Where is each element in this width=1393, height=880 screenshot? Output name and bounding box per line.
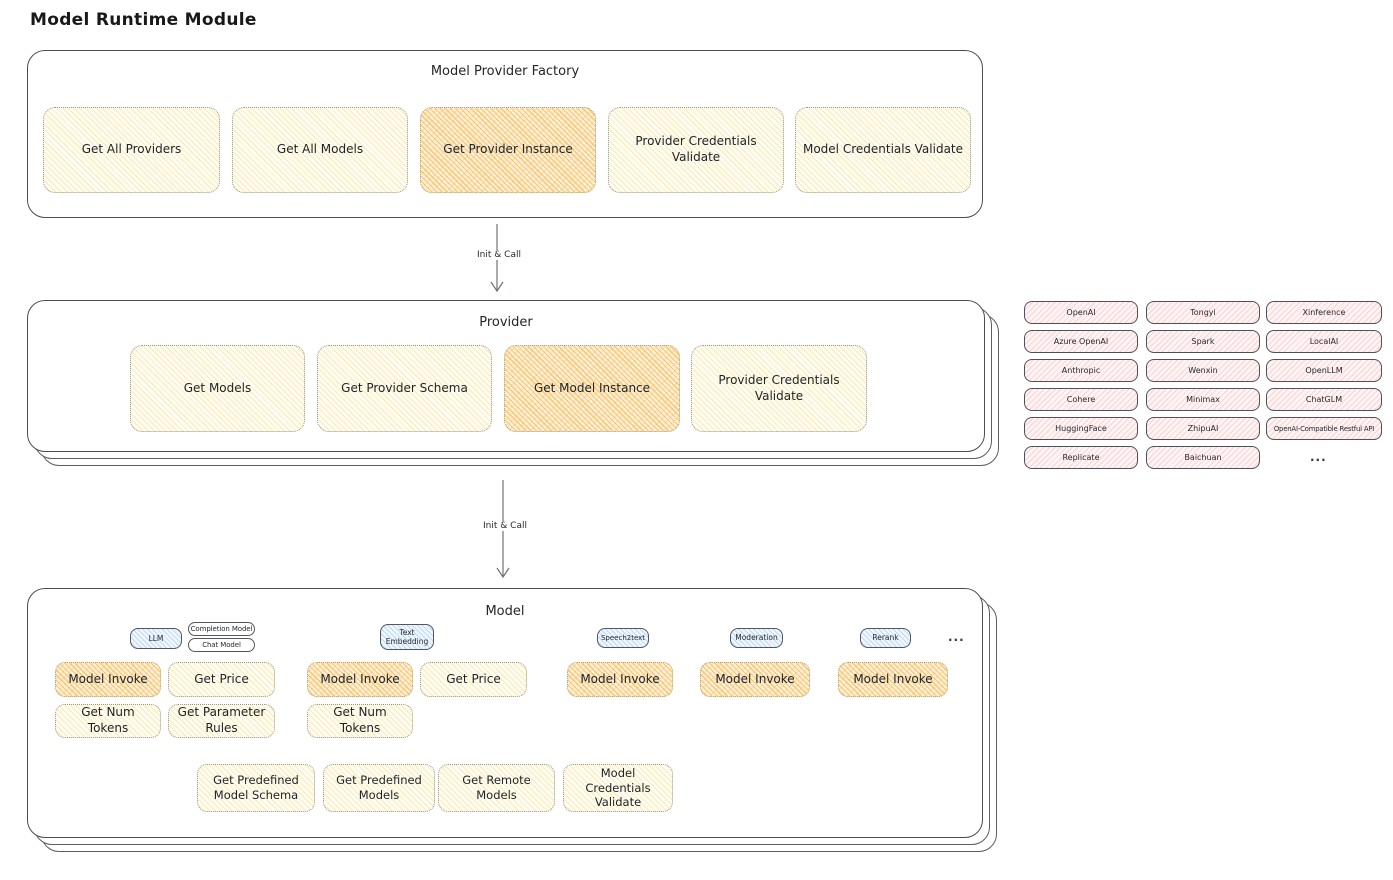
- provider-pill-tongyi: Tongyi: [1146, 301, 1260, 324]
- model-more-ellipsis: ...: [948, 630, 965, 644]
- init-call-label-1: Init & Call: [466, 250, 532, 260]
- init-call-label-2: Init & Call: [472, 521, 538, 531]
- factory-node-get-provider-instance: Get Provider Instance: [420, 107, 596, 193]
- provider-pill-openllm: OpenLLM: [1266, 359, 1382, 382]
- page-title: Model Runtime Module: [30, 10, 257, 30]
- model-title: Model: [485, 604, 525, 619]
- provider-pill-huggingface: HuggingFace: [1024, 417, 1138, 440]
- providers-more-ellipsis: ...: [1310, 450, 1327, 464]
- provider-pill-wenxin: Wenxin: [1146, 359, 1260, 382]
- rerank-node-model-invoke: Model Invoke: [838, 662, 948, 697]
- provider-pill-baichuan: Baichuan: [1146, 446, 1260, 469]
- provider-pill-cohere: Cohere: [1024, 388, 1138, 411]
- provider-title: Provider: [479, 315, 533, 330]
- provider-pill-replicate: Replicate: [1024, 446, 1138, 469]
- provider-pill-spark: Spark: [1146, 330, 1260, 353]
- model-tag-text-embedding: Text Embedding: [380, 624, 434, 650]
- provider-node-provider-credentials-validate: Provider Credentials Validate: [691, 345, 867, 432]
- text-embedding-node-model-invoke: Model Invoke: [307, 662, 413, 697]
- model-tag-llm: LLM: [130, 628, 182, 649]
- provider-pill-azure-openai: Azure OpenAI: [1024, 330, 1138, 353]
- factory-node-get-all-providers: Get All Providers: [43, 107, 220, 193]
- provider-pill-openai-compatible: OpenAI-Compatible Restful API: [1266, 417, 1382, 440]
- provider-pill-zhipuai: ZhipuAI: [1146, 417, 1260, 440]
- factory-title: Model Provider Factory: [430, 64, 580, 79]
- model-node-get-predefined-models: Get Predefined Models: [323, 764, 435, 812]
- moderation-node-model-invoke: Model Invoke: [700, 662, 810, 697]
- factory-node-provider-credentials-validate: Provider Credentials Validate: [608, 107, 784, 193]
- model-tag-rerank: Rerank: [860, 628, 911, 648]
- model-node-model-credentials-validate: Model Credentials Validate: [563, 764, 673, 812]
- provider-node-get-models: Get Models: [130, 345, 305, 432]
- provider-pill-xinference: Xinference: [1266, 301, 1382, 324]
- model-node-get-predefined-model-schema: Get Predefined Model Schema: [197, 764, 315, 812]
- model-tag-moderation: Moderation: [730, 628, 783, 648]
- text-embedding-node-get-num-tokens: Get Num Tokens: [307, 704, 413, 738]
- llm-node-get-parameter-rules: Get Parameter Rules: [168, 704, 275, 738]
- speech2text-node-model-invoke: Model Invoke: [567, 662, 673, 697]
- factory-node-model-credentials-validate: Model Credentials Validate: [795, 107, 971, 193]
- provider-node-get-model-instance: Get Model Instance: [504, 345, 680, 432]
- model-subtag-completion-model: Completion Model: [188, 622, 255, 636]
- factory-node-get-all-models: Get All Models: [232, 107, 408, 193]
- provider-pill-chatglm: ChatGLM: [1266, 388, 1382, 411]
- llm-node-get-num-tokens: Get Num Tokens: [55, 704, 161, 738]
- llm-node-get-price: Get Price: [168, 662, 275, 697]
- provider-pill-openai: OpenAI: [1024, 301, 1138, 324]
- provider-node-get-provider-schema: Get Provider Schema: [317, 345, 492, 432]
- model-tag-speech2text: Speech2text: [597, 628, 649, 648]
- model-subtag-chat-model: Chat Model: [188, 638, 255, 652]
- model-node-get-remote-models: Get Remote Models: [438, 764, 555, 812]
- provider-pill-localai: LocalAI: [1266, 330, 1382, 353]
- provider-pill-anthropic: Anthropic: [1024, 359, 1138, 382]
- llm-node-model-invoke: Model Invoke: [55, 662, 161, 697]
- text-embedding-node-get-price: Get Price: [420, 662, 527, 697]
- provider-pill-minimax: Minimax: [1146, 388, 1260, 411]
